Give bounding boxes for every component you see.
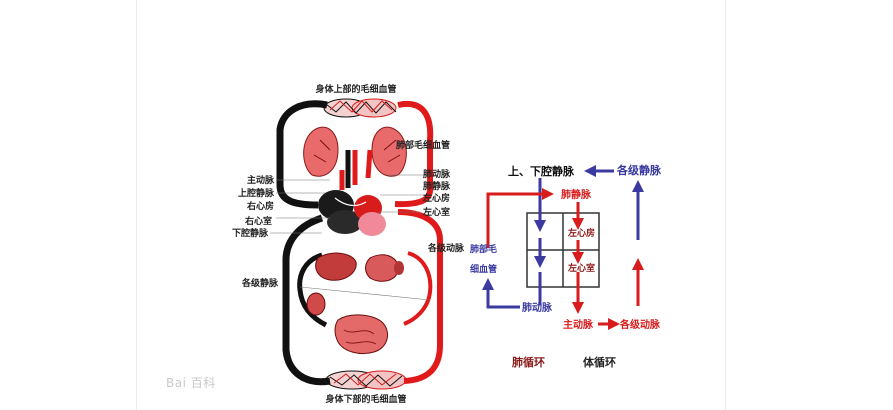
- aorta-flow-label: 主动脉: [563, 318, 594, 331]
- pulmonary-vein-label: 肺静脉: [423, 180, 451, 192]
- right-ventricle-label: 右心室: [244, 215, 272, 227]
- systemic-circulation-label: 体循环: [583, 355, 616, 369]
- pulmonary-circulation-label: 肺循环: [512, 355, 545, 369]
- watermark-logo: Bai 百科: [166, 376, 216, 390]
- pulmonary-vein-flow-label: 肺静脉: [561, 188, 592, 201]
- heart: [318, 149, 386, 236]
- all-veins-label: 各级静脉: [616, 163, 662, 177]
- vena-cava-label: 上、下腔静脉: [508, 164, 575, 178]
- superior-vein: [276, 100, 328, 209]
- arteries-label: 各级动脉: [427, 242, 465, 254]
- heart-chamber-grid: [526, 212, 600, 288]
- inferior-vena-cava-label: 下腔静脉: [232, 227, 269, 239]
- left-atrium-flow-label: 左心房: [567, 227, 595, 239]
- lungs: [303, 126, 407, 177]
- upper-capillaries-label: 身体上部的毛细血管: [315, 83, 396, 95]
- left-ventricle-flow-label: 左心室: [567, 262, 595, 274]
- upper-artery: [394, 100, 434, 208]
- lung-capillaries-flow-label-2: 细血管: [470, 263, 497, 275]
- label-leader-lines: [270, 174, 431, 301]
- left-ventricle-label: 左心室: [422, 206, 450, 218]
- superior-vena-cava-label: 上腔静脉: [238, 187, 275, 199]
- upper-capillaries: [323, 98, 397, 118]
- left-atrium-label: 左心房: [422, 192, 450, 204]
- lung-capillaries-label: 肺部毛细血管: [396, 139, 450, 151]
- lung-to-pulmonary-vein-arrow: [486, 188, 554, 248]
- lung-capillaries-flow-label-1: 肺部毛: [470, 243, 497, 255]
- all-arteries-flow-label: 各级动脉: [619, 318, 661, 331]
- aorta-label: 主动脉: [247, 174, 275, 186]
- pulmonary-artery-to-lung-arrow: [482, 278, 520, 309]
- flow-diagram: [482, 165, 644, 330]
- inferior-vein: [282, 214, 331, 386]
- right-atrium-label: 右心房: [246, 200, 274, 212]
- pulmonary-artery-flow-label: 肺动脉: [522, 301, 553, 314]
- pulmonary-artery-label: 肺动脉: [423, 168, 451, 180]
- lower-artery: [397, 209, 443, 384]
- lower-capillaries: [325, 370, 407, 390]
- abdominal-organs: [306, 252, 404, 355]
- anatomy-illustration: [270, 98, 443, 390]
- lower-capillaries-label: 身体下部的毛细血管: [325, 393, 406, 405]
- veins-label: 各级静脉: [241, 277, 279, 289]
- diagram-panel: [136, 0, 726, 410]
